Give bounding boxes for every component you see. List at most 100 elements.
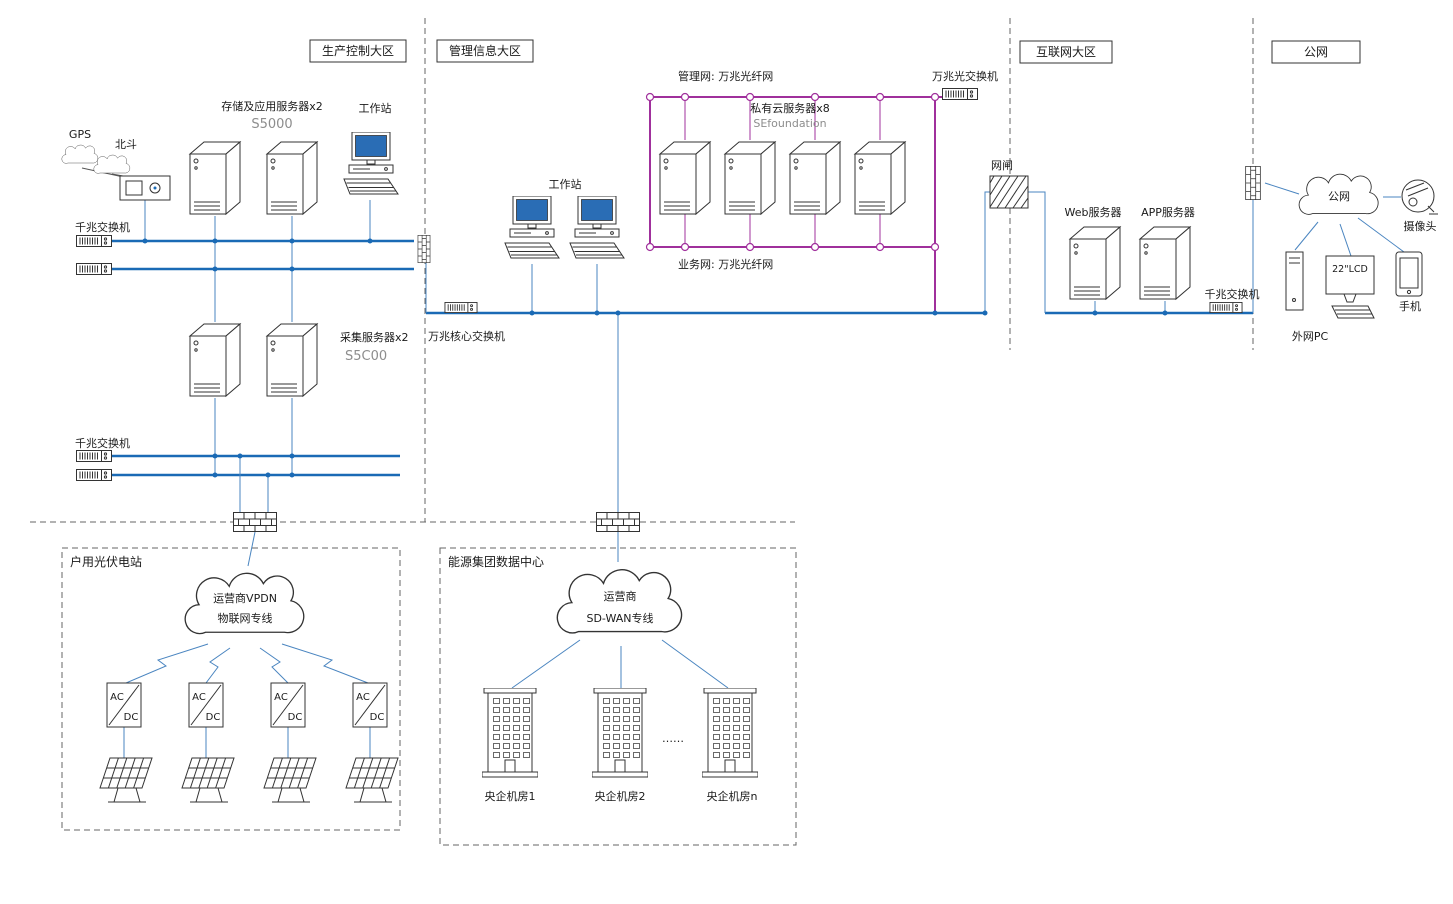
beidou-cloud: 北斗 xyxy=(93,138,137,174)
acdc-ac-label: AC xyxy=(356,692,370,703)
private-cloud-label: 私有云服务器x8 xyxy=(750,101,830,115)
private-cloud-network xyxy=(645,92,942,313)
gigabit-switch-label-2: 千兆交换机 xyxy=(75,436,130,450)
storage-server-label: 存储及应用服务器x2 xyxy=(221,99,323,113)
gps-label: GPS xyxy=(69,128,91,141)
junction-dots xyxy=(142,238,1168,478)
room-label-2: 央企机房2 xyxy=(595,789,646,803)
firewall-production-management xyxy=(417,235,431,263)
core-switch-label: 万兆核心交换机 xyxy=(428,329,505,343)
gigabit-switch-1a xyxy=(76,235,112,247)
acdc-dc-label: DC xyxy=(124,712,139,723)
zone-management-label: 管理信息大区 xyxy=(449,43,521,58)
lcd-label: 22"LCD xyxy=(1332,264,1368,275)
internet-gigabit-switch-label: 千兆交换机 xyxy=(1205,287,1260,301)
camera: 摄像头 xyxy=(1401,179,1438,233)
acdc-ac-label: AC xyxy=(274,692,288,703)
datacenter-building-3 xyxy=(702,688,758,778)
acdc-ac-label: AC xyxy=(192,692,206,703)
zone-title-public: 公网 xyxy=(1271,40,1361,64)
time-sync-device xyxy=(119,175,171,201)
acdc-dc-label: DC xyxy=(370,712,385,723)
zone-public-label: 公网 xyxy=(1304,45,1328,59)
web-server xyxy=(1069,226,1121,300)
room-ellipsis: …… xyxy=(662,732,684,745)
camera-label: 摄像头 xyxy=(1404,219,1437,233)
sdwan-cloud-line1: 运营商 xyxy=(604,589,637,603)
zone-title-production: 生产控制大区 xyxy=(309,39,407,63)
zone-internet-label: 互联网大区 xyxy=(1036,45,1096,59)
workstation-label-management: 工作站 xyxy=(549,177,582,191)
pv-station-title: 户用光伏电站 xyxy=(70,554,142,569)
vpdn-cloud-line1: 运营商VPDN xyxy=(213,591,277,605)
private-cloud-server-1 xyxy=(659,141,711,215)
core-switch xyxy=(444,302,478,313)
mobile-phone: 手机 xyxy=(1395,251,1423,313)
zone-production-label: 生产控制大区 xyxy=(322,44,394,58)
pv-station-box: 户用光伏电站 xyxy=(61,547,401,831)
private-cloud-server-2 xyxy=(724,141,776,215)
public-cloud: 公网 xyxy=(1298,173,1379,215)
room-label-3: 央企机房n xyxy=(707,789,758,803)
datacenter-building-2 xyxy=(592,688,648,778)
firewall-pv xyxy=(233,512,277,532)
gigabit-switch-label-1: 千兆交换机 xyxy=(75,220,130,234)
collect-server-model: S5C00 xyxy=(345,349,387,364)
acdc-dc-label: DC xyxy=(288,712,303,723)
zone-title-management: 管理信息大区 xyxy=(436,39,534,63)
firewall-datacenter xyxy=(596,512,640,532)
room-label-1: 央企机房1 xyxy=(485,789,536,803)
app-server xyxy=(1139,226,1191,300)
lcd-monitor: 22"LCD xyxy=(1325,255,1375,319)
gigabit-switch-1b xyxy=(76,263,112,275)
solar-panel-2 xyxy=(181,757,235,803)
private-cloud-server-3 xyxy=(789,141,841,215)
sdwan-cloud-line2: SD-WAN专线 xyxy=(586,611,653,625)
collect-server-label: 采集服务器x2 xyxy=(340,330,409,344)
web-server-label: Web服务器 xyxy=(1065,206,1122,219)
gps-cloud: GPS xyxy=(61,128,99,164)
purple-network-nodes xyxy=(645,92,940,252)
vpdn-cloud: 运营商VPDN 物联网专线 xyxy=(184,572,305,635)
private-cloud-server-4 xyxy=(854,141,906,215)
optical-switch xyxy=(942,88,978,100)
private-cloud-model: SEfoundation xyxy=(753,117,826,130)
collect-server-1 xyxy=(189,323,241,397)
gatekeeper-label: 网闸 xyxy=(991,159,1013,172)
workstation-label-production: 工作站 xyxy=(359,101,392,115)
data-center-title: 能源集团数据中心 xyxy=(448,554,544,569)
internet-gigabit-switch xyxy=(1209,302,1243,313)
vpdn-cloud-line2: 物联网专线 xyxy=(218,611,273,625)
solar-panel-4 xyxy=(345,757,399,803)
storage-server-model: S5000 xyxy=(251,117,292,132)
gigabit-switch-2b xyxy=(76,469,112,481)
acdc-ac-label: AC xyxy=(110,692,124,703)
external-pc: 外网PC xyxy=(1285,251,1329,343)
workstation-management-1 xyxy=(504,196,560,259)
storage-server-1 xyxy=(189,141,241,215)
zone-title-internet: 互联网大区 xyxy=(1019,40,1113,64)
device-link-lines xyxy=(81,167,1405,758)
external-pc-label: 外网PC xyxy=(1292,330,1329,343)
solar-panel-1 xyxy=(99,757,153,803)
business-net-label: 业务网: 万兆光纤网 xyxy=(678,257,773,271)
collect-server-2 xyxy=(266,323,318,397)
beidou-label: 北斗 xyxy=(115,138,137,151)
workstation-management-2 xyxy=(569,196,625,259)
public-cloud-label: 公网 xyxy=(1328,190,1350,203)
management-net-label: 管理网: 万兆光纤网 xyxy=(678,69,773,83)
acdc-inverter-4: AC DC xyxy=(352,682,388,728)
datacenter-building-1 xyxy=(482,688,538,778)
workstation-production xyxy=(343,132,399,195)
sdwan-cloud: 运营商 SD-WAN专线 xyxy=(556,569,683,634)
zone-separators xyxy=(30,18,1254,523)
storage-server-2 xyxy=(266,141,318,215)
phone-label: 手机 xyxy=(1399,299,1421,313)
app-server-label: APP服务器 xyxy=(1141,206,1195,219)
acdc-dc-label: DC xyxy=(206,712,221,723)
acdc-inverter-2: AC DC xyxy=(188,682,224,728)
gatekeeper-device xyxy=(989,175,1029,209)
solar-panel-3 xyxy=(263,757,317,803)
firewall-internet-public xyxy=(1245,166,1261,200)
